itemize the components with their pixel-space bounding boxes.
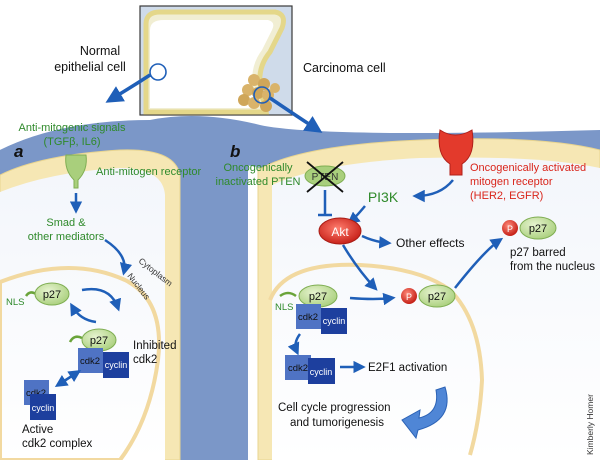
cyclin-inhibited-label: cyclin	[105, 360, 128, 370]
akt-label: Akt	[331, 225, 349, 239]
nls-tail-inhibited	[68, 335, 83, 343]
progression-label-1: Cell cycle progression	[278, 402, 391, 414]
p27-free	[34, 282, 70, 306]
arrow-smad-to-p27	[104, 238, 133, 276]
inset-carcinoma-cluster	[238, 74, 280, 112]
inhibited-cdk2-label-1: Inhibited	[133, 340, 176, 352]
oncogenic-receptor-label-3: (HER2, EGFR)	[470, 190, 543, 202]
p27-phosphorylated	[418, 284, 456, 308]
nls-label-b: NLS	[275, 302, 293, 313]
cdk2-inhibited-box	[78, 348, 103, 373]
phospho-badge-1-label: P	[406, 292, 412, 302]
inset-carcinoma-marker	[253, 86, 271, 104]
cyclin-inhibited-box	[103, 352, 129, 378]
pten-cross-icon	[306, 161, 344, 193]
cdk2-e2f-box	[285, 355, 311, 380]
cyclin-e2f-box	[308, 358, 335, 384]
cyclin-active-label: cyclin	[32, 403, 55, 413]
pten-label-1: Oncogenically	[223, 162, 293, 174]
active-complex-label-2: cdk2 complex	[22, 438, 93, 450]
arrow-p27-to-complex	[81, 287, 122, 312]
pten-label-2: inactivated PTEN	[216, 176, 301, 188]
oncogenic-receptor-label-2: mitogen receptor	[470, 176, 553, 188]
extracellular-gap	[188, 150, 248, 460]
cdk2-e2f-label: cdk2	[288, 363, 308, 374]
phospho-badge-2-label: P	[507, 224, 513, 234]
cdk2-complex-b-label: cdk2	[298, 312, 318, 323]
cdk2-inhibited-label: cdk2	[80, 356, 100, 367]
anti-mitogen-receptor-label: Anti-mitogen receptor	[96, 166, 201, 178]
cyclin-active-box	[30, 394, 56, 420]
p27-barred	[519, 216, 557, 240]
cyclin-e2f-label: cyclin	[310, 367, 333, 377]
arrow-to-panel-b	[269, 96, 323, 133]
p27-barred-text-2: from the nucleus	[510, 261, 595, 273]
cdk2-active-label: cdk2	[26, 388, 46, 399]
arrow-receptor-to-pi3k	[412, 179, 454, 203]
p27-barred-text-1: p27 barred	[510, 247, 566, 259]
arrow-complex-to-p27	[70, 302, 97, 324]
pten-inhibition-line	[318, 190, 332, 217]
arrow-complex-to-phospho	[349, 292, 396, 306]
normal-cell-label-1: Normal	[80, 44, 120, 58]
progression-label-2: and tumorigenesis	[290, 417, 384, 429]
other-effects-label: Other effects	[396, 236, 464, 250]
inset-lumen	[150, 20, 274, 108]
smad-label-2: other mediators	[28, 231, 105, 243]
cell-a-nucleus-envelope	[0, 266, 161, 462]
arrow-to-panel-a	[105, 73, 151, 103]
smad-label-1: Smad &	[46, 217, 86, 229]
akt-node	[318, 217, 362, 245]
arrow-akt-down	[341, 244, 378, 291]
panel-b-letter: b	[230, 142, 240, 161]
oncogenic-receptor-label-1: Oncogenically activated	[470, 162, 586, 174]
inhibited-cdk2-label-2: cdk2	[133, 354, 157, 366]
anti-mitogenic-signals-list: (TGFβ, IL6)	[43, 136, 100, 148]
phospho-badge-2	[502, 220, 518, 236]
p27-barred-label: p27	[529, 223, 547, 235]
e2f1-activation-label: E2F1 activation	[368, 362, 447, 374]
carcinoma-cell-label: Carcinoma cell	[303, 61, 386, 75]
cdk2-complex-b-box	[296, 304, 321, 329]
oncogenic-receptor-icon	[438, 129, 474, 176]
cyclin-complex-b-box	[321, 308, 347, 334]
normal-cell-label-2: epithelial cell	[54, 60, 126, 74]
artist-credit: Kimberly Homer	[585, 394, 595, 455]
panel-a-letter: a	[14, 142, 23, 161]
p27-inhibited-label: p27	[90, 335, 108, 347]
inset-normal-marker	[149, 63, 167, 81]
pi3k-label: PI3K	[368, 189, 399, 205]
arrow-akt-to-other	[361, 234, 392, 249]
arrow-inhibited-to-active	[54, 370, 79, 388]
nls-label-a: NLS	[6, 297, 24, 308]
arrow-complex-to-cdk2	[287, 333, 302, 356]
p27-complex-b-label: p27	[309, 291, 327, 303]
nls-tail-b	[279, 291, 297, 298]
p27-phosphorylated-label: p27	[428, 291, 446, 303]
cell-a-cytoplasm	[0, 168, 165, 460]
curved-progression-arrow	[401, 386, 448, 440]
active-complex-label-1: Active	[22, 424, 53, 436]
anti-mitogen-receptor-icon	[65, 154, 87, 189]
anti-mitogenic-signals-label: Anti-mitogenic signals	[19, 122, 126, 134]
p27-free-label: p27	[43, 289, 61, 301]
arrow-p27-export	[454, 237, 504, 289]
phospho-badge-1	[401, 288, 417, 304]
cyclin-complex-b-label: cyclin	[323, 316, 346, 326]
